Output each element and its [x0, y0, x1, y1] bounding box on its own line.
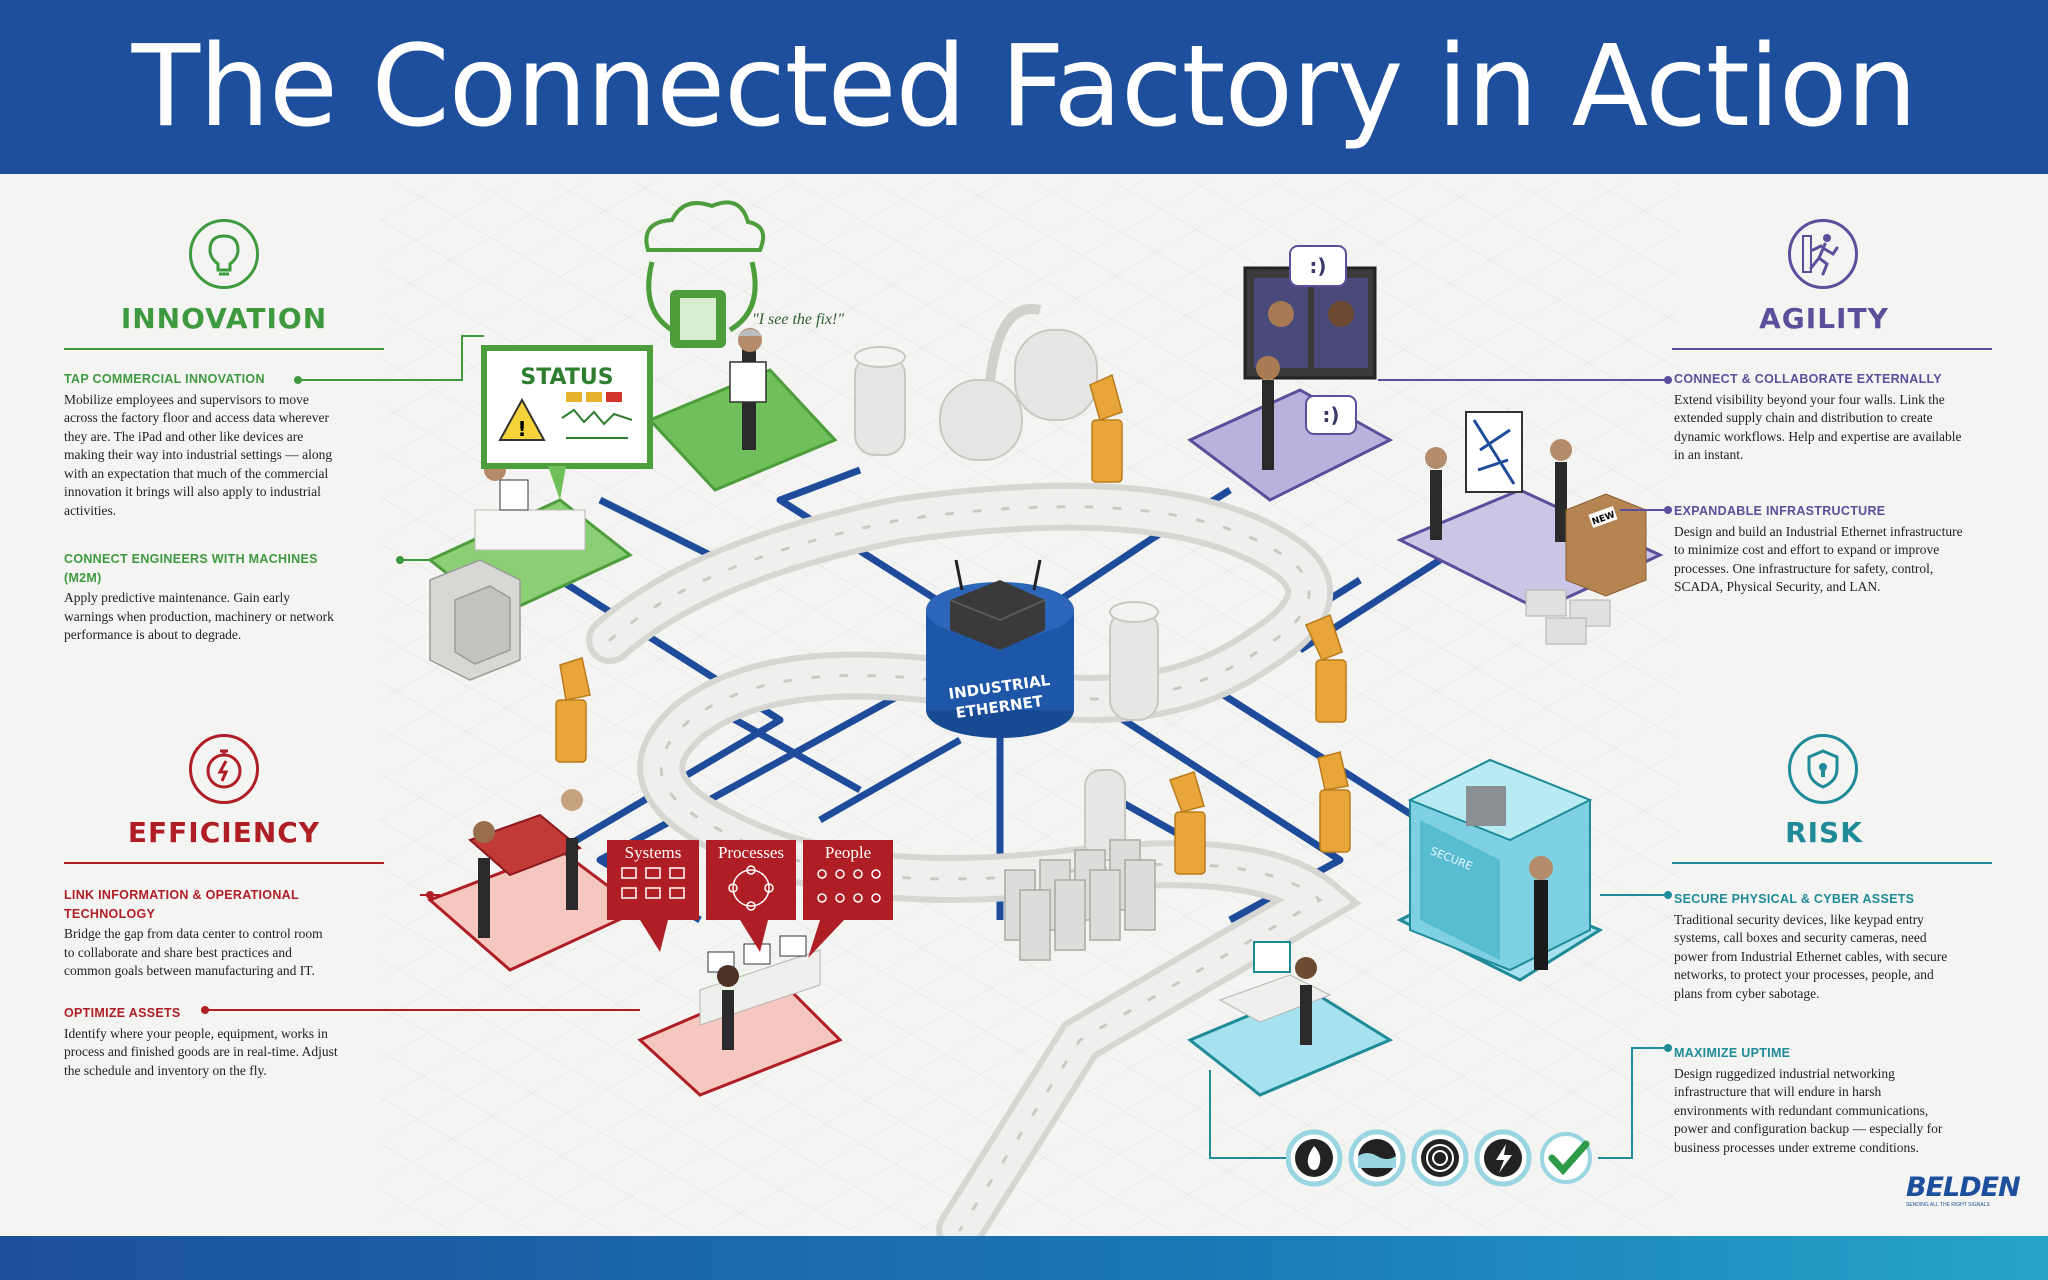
innovation-block-2: CONNECT ENGINEERS WITH MACHINES (M2M) Ap… — [64, 550, 334, 645]
efficiency-heading-1: LINK INFORMATION & OPERATIONAL TECHNOLOG… — [64, 888, 299, 921]
innovation-title: INNOVATION — [120, 302, 328, 335]
secure-vault: SECURE — [1396, 758, 1604, 982]
agility-rule — [1672, 348, 1992, 350]
footer-bar — [0, 1236, 2048, 1280]
risk-body-2: Design ruggedized industrial networking … — [1674, 1065, 1943, 1155]
factory-floor: STATUS ! "I see the fix!" — [0, 174, 2048, 1236]
server-racks — [1004, 839, 1156, 961]
agility-block-2: EXPANDABLE INFRASTRUCTURE Design and bui… — [1674, 502, 1974, 597]
agility-platform-videocall: :) :) — [1187, 245, 1394, 502]
efficiency-rule — [64, 862, 384, 864]
brand-logo: BELDEN — [1906, 1172, 2021, 1203]
text-connectors — [205, 335, 1668, 1011]
chat-bubble-bottom: :) — [1322, 403, 1339, 427]
risk-block-2: MAXIMIZE UPTIME Design ruggedized indust… — [1674, 1044, 1974, 1157]
page-title: The Connected Factory in Action — [131, 22, 1918, 152]
risk-platform-desk — [1187, 941, 1394, 1097]
agility-body-2: Design and build an Industrial Ethernet … — [1674, 523, 1963, 595]
efficiency-panels: Systems Processes People — [607, 840, 893, 958]
agility-heading-2: EXPANDABLE INFRASTRUCTURE — [1674, 504, 1886, 518]
panel-people-label: People — [825, 843, 871, 862]
brand-tagline: SENDING ALL THE RIGHT SIGNALS — [1906, 1202, 1990, 1208]
panel-systems-label: Systems — [625, 843, 682, 862]
innovation-block-1: TAP COMMERCIAL INNOVATION Mobilize emplo… — [64, 370, 334, 520]
status-label: STATUS — [520, 365, 613, 390]
efficiency-platform-control — [637, 935, 843, 1097]
connector-dots-teal — [1664, 891, 1672, 1052]
risk-heading-1: SECURE PHYSICAL & CYBER ASSETS — [1674, 892, 1915, 906]
hazard-icons — [1285, 1128, 1606, 1188]
panel-processes-label: Processes — [718, 843, 784, 862]
lightbulb-icon — [189, 219, 259, 289]
fire-icon — [1285, 1129, 1343, 1187]
connector-dots-green — [294, 376, 404, 564]
industrial-ethernet-hub: INDUSTRIAL ETHERNET — [926, 559, 1074, 738]
uptime-connector-left — [1209, 1070, 1320, 1159]
shield-icon — [1788, 734, 1858, 804]
connector-dots-purple — [1664, 376, 1672, 514]
agility-title: AGILITY — [1759, 302, 1889, 335]
efficiency-body-2: Identify where your people, equipment, w… — [64, 1025, 338, 1078]
risk-body-1: Traditional security devices, like keypa… — [1674, 911, 1948, 1001]
agility-block-1: CONNECT & COLLABORATE EXTERNALLY Extend … — [1674, 370, 1974, 465]
cabinet-machines — [429, 559, 521, 681]
efficiency-title: EFFICIENCY — [127, 816, 321, 849]
title-banner: The Connected Factory in Action — [0, 0, 2048, 174]
quote-text: "I see the fix!" — [752, 311, 844, 328]
connector-dots-red — [201, 891, 434, 1014]
innovation-heading-2: CONNECT ENGINEERS WITH MACHINES (M2M) — [64, 552, 318, 585]
efficiency-body-1: Bridge the gap from data center to contr… — [64, 926, 323, 978]
running-figure-icon — [1788, 219, 1858, 289]
efficiency-heading-2: OPTIMIZE ASSETS — [64, 1006, 181, 1020]
cloud-sync — [644, 200, 765, 348]
lightning-icon — [1474, 1129, 1532, 1187]
stopwatch-icon — [189, 734, 259, 804]
efficiency-block-1: LINK INFORMATION & OPERATIONAL TECHNOLOG… — [64, 886, 374, 981]
innovation-body-1: Mobilize employees and supervisors to mo… — [64, 391, 333, 518]
check-icon — [1540, 1132, 1592, 1184]
svg-text:!: ! — [517, 417, 526, 441]
innovation-heading-1: TAP COMMERCIAL INNOVATION — [64, 372, 265, 386]
storage-tanks — [854, 303, 1159, 861]
innovation-platform-tablet — [647, 328, 838, 492]
agility-body-1: Extend visibility beyond your four walls… — [1674, 391, 1962, 463]
water-icon — [1348, 1129, 1406, 1187]
innovation-body-2: Apply predictive maintenance. Gain early… — [64, 590, 334, 642]
uptime-connector-right — [1598, 1047, 1668, 1159]
vibration-icon — [1411, 1129, 1469, 1187]
factory-illustration: STATUS ! "I see the fix!" — [201, 180, 1680, 1236]
chat-bubble-top: :) — [1309, 254, 1326, 278]
risk-block-1: SECURE PHYSICAL & CYBER ASSETS Tradition… — [1674, 890, 1974, 1003]
agility-platform-meeting: NEW — [1396, 411, 1664, 645]
innovation-rule — [64, 348, 384, 350]
agility-heading-1: CONNECT & COLLABORATE EXTERNALLY — [1674, 372, 1942, 386]
risk-heading-2: MAXIMIZE UPTIME — [1674, 1046, 1791, 1060]
robotic-arms — [555, 373, 1351, 875]
risk-rule — [1672, 862, 1992, 864]
status-board: STATUS ! — [481, 345, 653, 500]
efficiency-block-2: OPTIMIZE ASSETS Identify where your peop… — [64, 1004, 354, 1080]
risk-title: RISK — [1785, 816, 1863, 849]
